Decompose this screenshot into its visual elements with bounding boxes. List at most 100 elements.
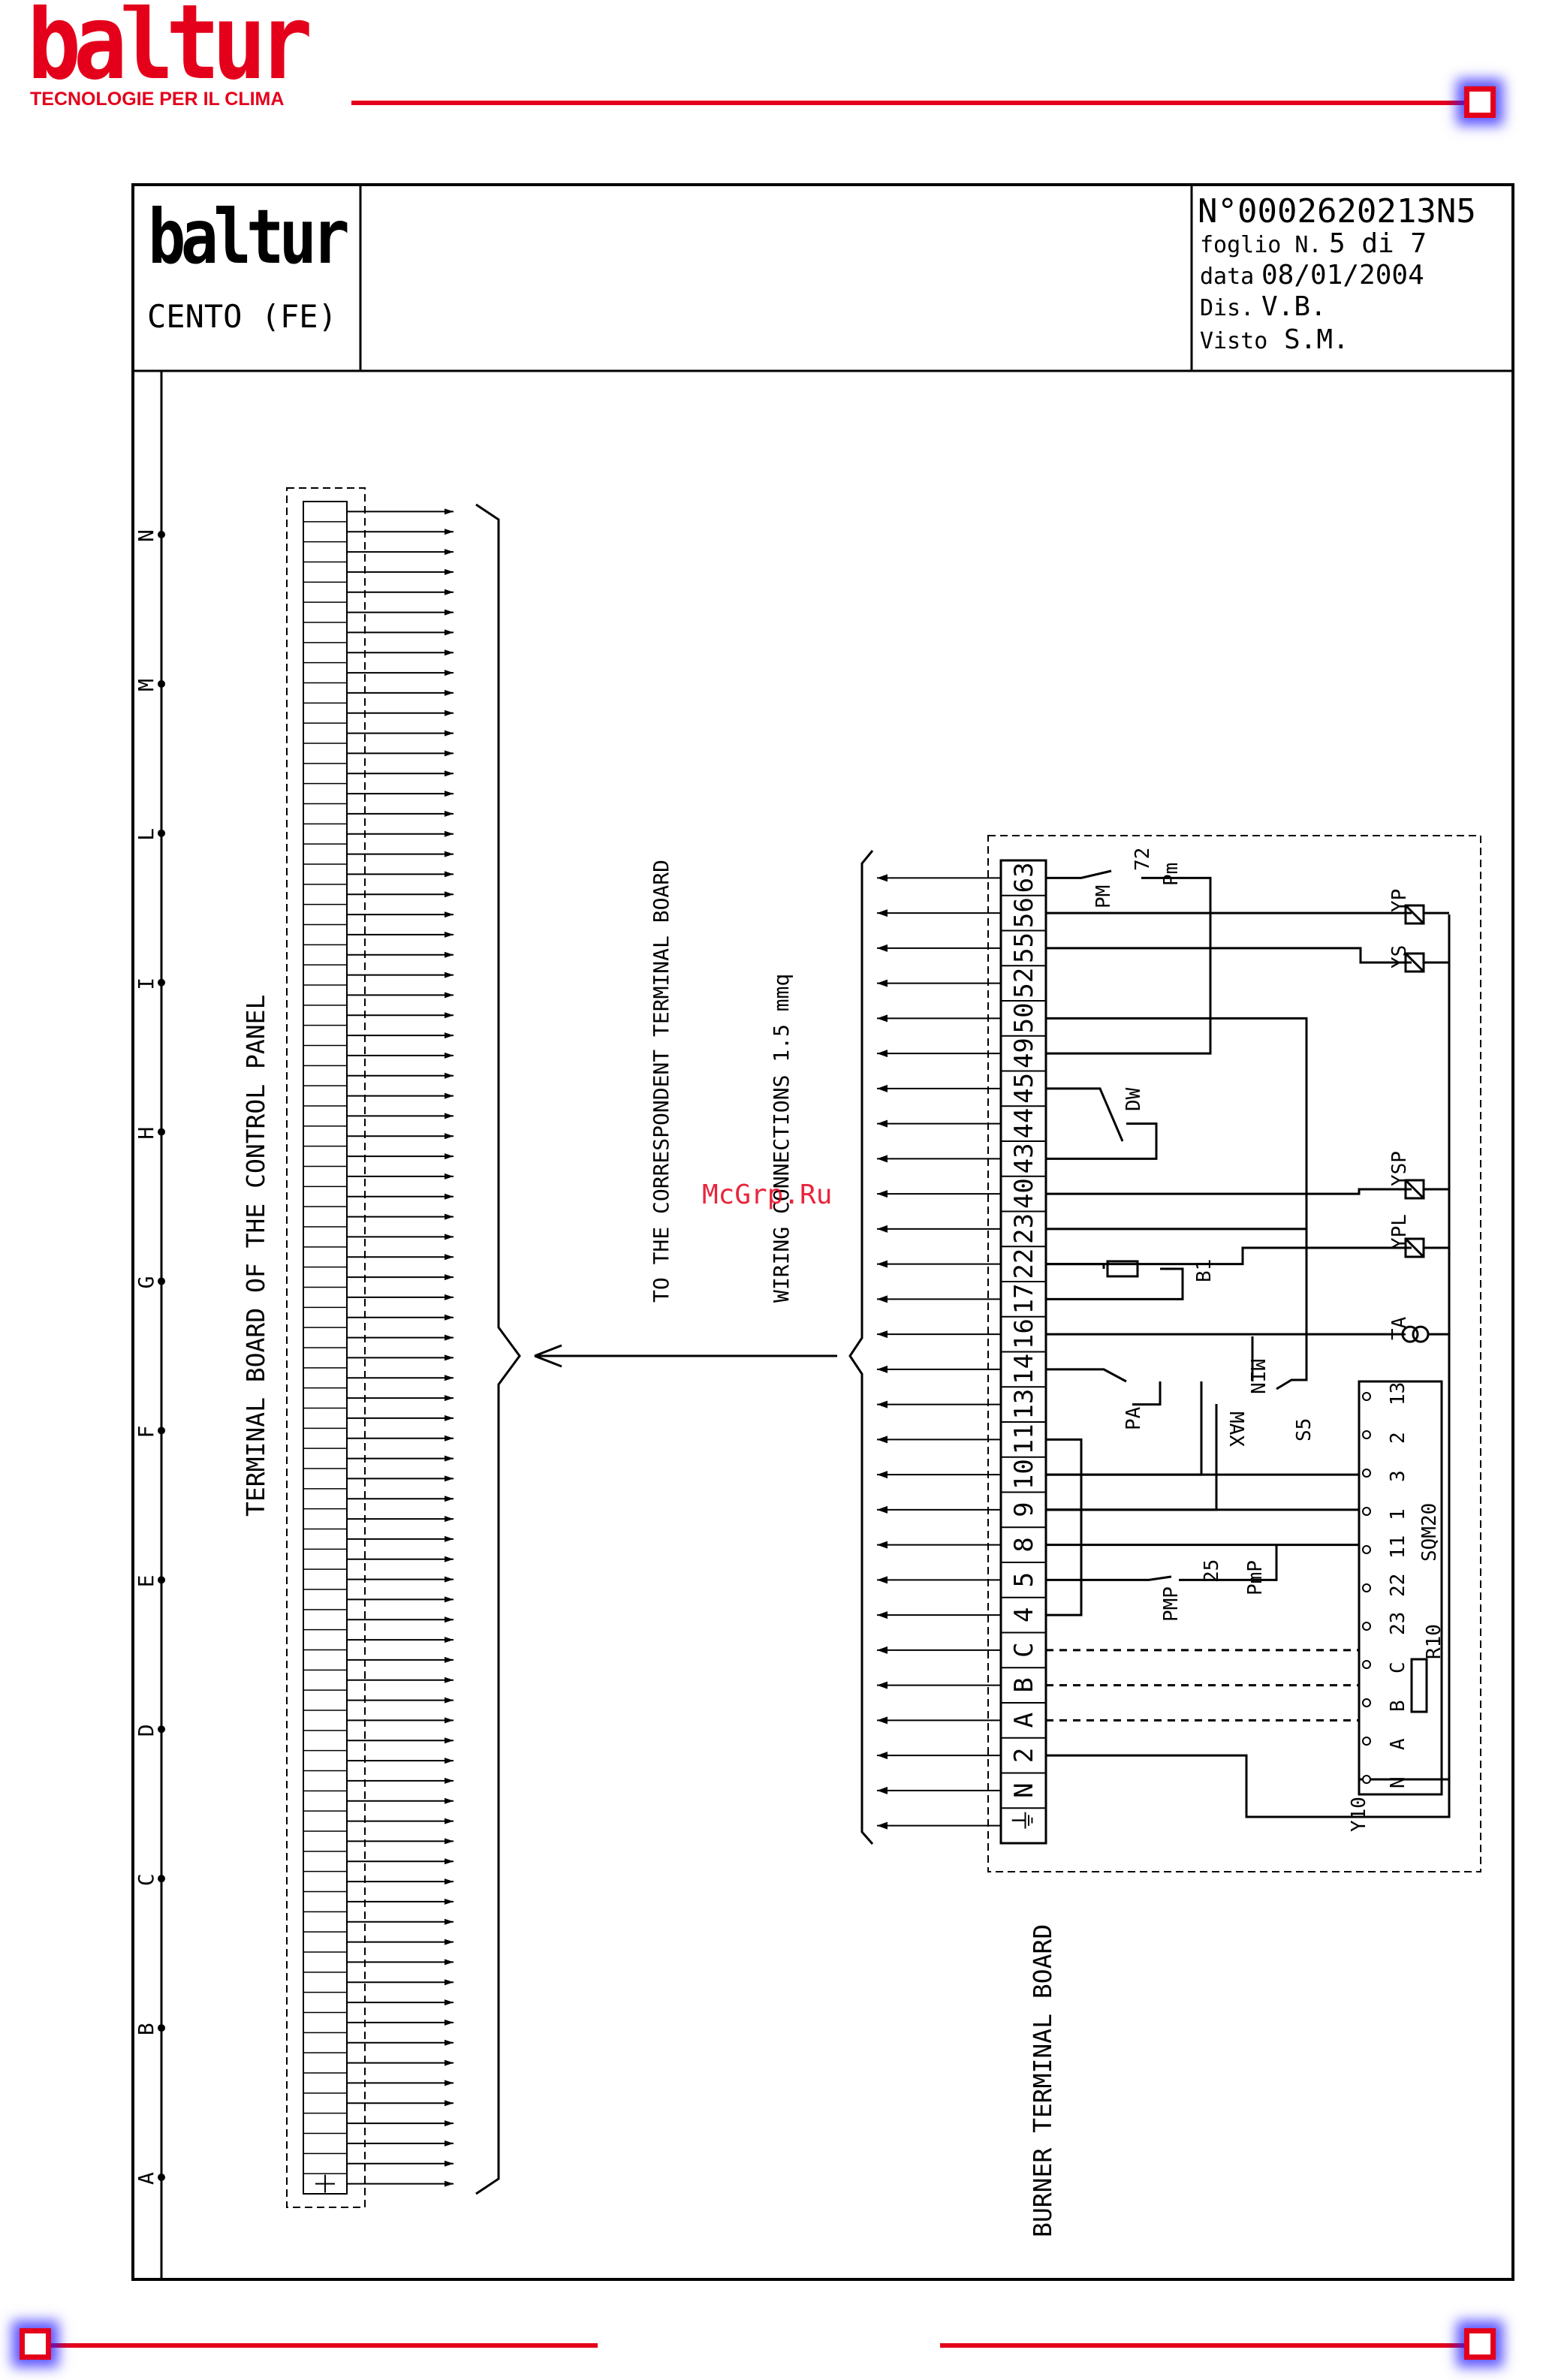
sqm-terminal-dot (1362, 1430, 1371, 1439)
sqm-terminal-B: B (1387, 1700, 1409, 1712)
transformer-icon (1401, 1325, 1419, 1343)
label-pa: PA (1123, 1406, 1145, 1430)
wire-arrowhead (445, 1375, 454, 1381)
control-panel-brace (475, 503, 521, 2195)
burner-terminal-52: 52 (1009, 968, 1039, 999)
sqm-terminal-dot (1362, 1698, 1371, 1707)
wire-arrowhead (445, 529, 454, 535)
wire-arrowhead (445, 1254, 454, 1261)
burner-brace (848, 850, 874, 1845)
sqm-terminal-3: 3 (1387, 1470, 1409, 1482)
label-yp: YP (1388, 889, 1411, 912)
sqm-terminal-dot (1362, 1737, 1371, 1746)
wire-arrowhead (445, 1314, 454, 1321)
wire-arrowhead (445, 851, 454, 857)
baltur-logo-text: baltur (27, 5, 309, 87)
wire-arrowhead (445, 1354, 454, 1361)
wire-arrowhead (445, 770, 454, 777)
to-terminal-label: TO THE CORRESPONDENT TERMINAL BOARD (649, 860, 674, 1303)
date-label: data (1200, 264, 1254, 290)
wire-arrowhead (445, 1979, 454, 1986)
column-tick-C (158, 1875, 165, 1883)
wire-arrowhead (445, 689, 454, 696)
doc-number: N°0002620213N5 (1198, 192, 1476, 230)
burner-terminal-A: A (1009, 1713, 1039, 1728)
wire-arrowhead (445, 1878, 454, 1885)
wire-arrowhead (445, 2120, 454, 2127)
wire-arrowhead (445, 1576, 454, 1583)
wire-arrowhead (445, 2019, 454, 2026)
wire-arrowhead (445, 2140, 454, 2147)
column-letter-F: F (134, 1426, 158, 1439)
burner-board-label: BURNER TERMINAL BOARD (1028, 1924, 1057, 2237)
drawn-label: Dis. (1200, 295, 1254, 321)
burner-terminal-49: 49 (1009, 1038, 1039, 1068)
column-letter-C: C (134, 1873, 158, 1886)
column-letter-G: G (134, 1276, 158, 1289)
sqm-terminal-22: 22 (1387, 1574, 1409, 1597)
solenoid-valve-icon (1404, 952, 1425, 973)
wire-arrowhead (445, 1435, 454, 1442)
column-letter-D: D (134, 1724, 158, 1737)
baltur-logo-top: baltur (27, 5, 312, 87)
label-pm-num: 72 (1132, 848, 1154, 871)
control-panel-dashed-box (286, 487, 366, 2208)
label-ys: YS (1388, 945, 1411, 969)
header-red-line (351, 101, 1470, 105)
wire-arrowhead (445, 1113, 454, 1119)
footer-red-line-right (940, 2343, 1466, 2348)
burner-terminal-9: 9 (1009, 1502, 1039, 1517)
label-ysp: YSP (1388, 1151, 1411, 1186)
wire-arrowhead (445, 1898, 454, 1905)
wire-arrowhead (445, 1516, 454, 1523)
burner-terminal-4: 4 (1009, 1607, 1039, 1622)
column-letter-A: A (134, 2172, 158, 2185)
label-y10: Y10 (1348, 1797, 1370, 1832)
wire-arrowhead (445, 1717, 454, 1724)
wire-arrowhead (445, 2039, 454, 2046)
column-tick-G (158, 1277, 165, 1285)
sheet-frame (131, 183, 1514, 2281)
wire-arrowhead (445, 1455, 454, 1462)
label-s5: S5 (1293, 1418, 1315, 1442)
label-pm-low: Pm (1160, 863, 1183, 886)
wire-arrowhead (445, 871, 454, 878)
wire-arrowhead (445, 1637, 454, 1643)
wire-arrowhead (445, 1959, 454, 1966)
wire-arrowhead (445, 810, 454, 817)
burner-terminal-board: ⏚N2ABC4589101113141617222340434445495052… (877, 859, 1047, 1845)
burner-terminal-40: 40 (1009, 1178, 1039, 1209)
control-panel-label: TERMINAL BOARD OF THE CONTROL PANEL (241, 995, 270, 1517)
sqm-terminal-13: 13 (1387, 1382, 1409, 1405)
wire-arrowhead (445, 1797, 454, 1804)
wire-arrowhead (445, 609, 454, 616)
label-dw: DW (1123, 1087, 1145, 1111)
column-tick-E (158, 1576, 165, 1584)
column-letter-M: M (134, 679, 158, 691)
wire-arrowhead (445, 1414, 454, 1421)
wire-arrowhead (445, 1556, 454, 1562)
label-max: MAX (1225, 1411, 1247, 1447)
sheet-label: foglio N. (1200, 232, 1322, 258)
wire-arrowhead (445, 911, 454, 918)
wire-arrowhead (445, 1596, 454, 1603)
label-r10: R10 (1423, 1624, 1445, 1659)
burner-terminal-44: 44 (1009, 1108, 1039, 1139)
wire-arrowhead (445, 1475, 454, 1482)
burner-terminal-⏚: ⏚ (1009, 1808, 1039, 1833)
wire-arrowhead (445, 589, 454, 595)
wire-arrowhead (445, 1092, 454, 1099)
burner-terminal-N: N (1009, 1782, 1039, 1797)
wire-arrowhead (445, 2059, 454, 2066)
wire-arrowhead (445, 1677, 454, 1683)
wire-arrowhead (445, 2180, 454, 2187)
sqm-terminal-dot (1362, 1583, 1371, 1592)
wire-arrowhead (445, 1032, 454, 1039)
column-letter-L: L (134, 828, 158, 841)
wire-arrowhead (445, 1274, 454, 1281)
wire-arrowhead (445, 791, 454, 797)
column-letter-B: B (134, 2023, 158, 2035)
wire-arrowhead (445, 1535, 454, 1542)
